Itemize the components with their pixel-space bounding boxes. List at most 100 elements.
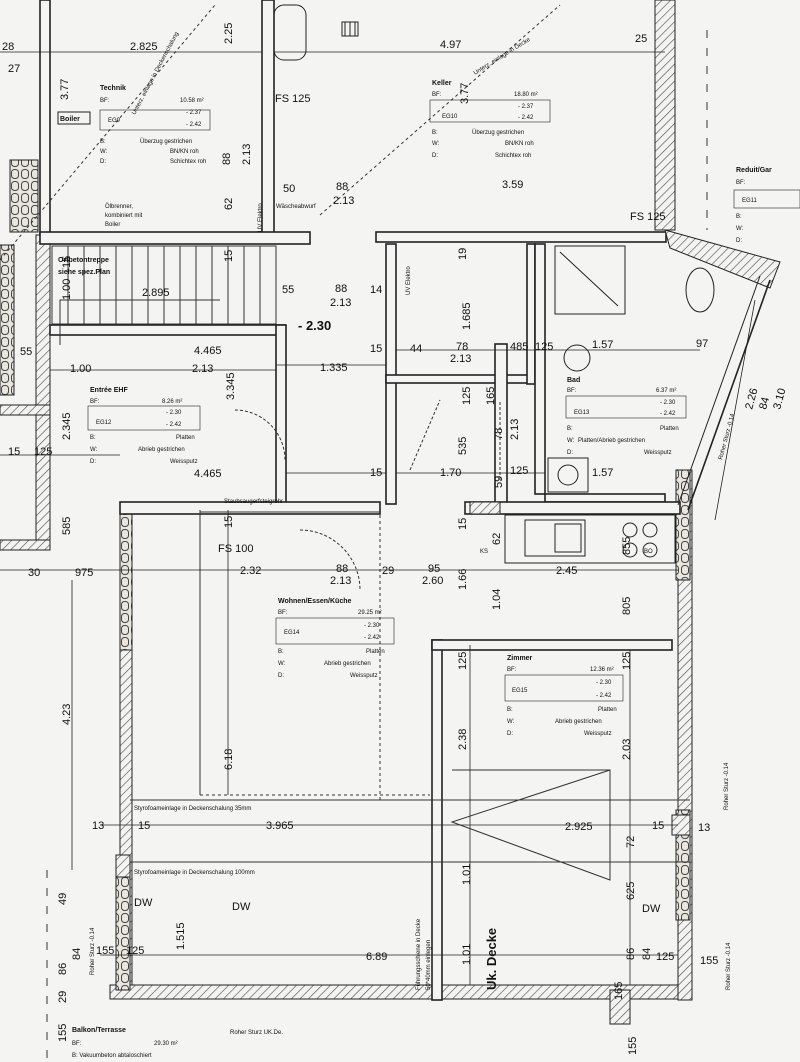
dim-213-v: 2.13 — [241, 144, 253, 165]
dim-86-l: 86 — [57, 963, 69, 975]
zimmer-d-val: Weissputz — [584, 731, 612, 737]
dim-3965: 3.965 — [266, 820, 294, 832]
bad-h2: - 2.42 — [660, 411, 676, 417]
dim-377b: 3.77 — [459, 83, 471, 104]
dim-88: 88 — [336, 181, 348, 193]
technik-b-val: Überzug gestrichen — [140, 138, 192, 145]
dim-88-b: 88 — [335, 283, 347, 295]
dim-78-v: 78 — [493, 428, 505, 440]
dim-62-k: 62 — [491, 533, 503, 545]
oelbrenner-2: kombiniert mit — [105, 213, 143, 219]
dim-155-r: 155 — [700, 955, 718, 967]
dim-95: 95 — [428, 563, 440, 575]
dim-213: 2.13 — [333, 195, 354, 207]
dim-72: 72 — [625, 836, 637, 848]
bad-w-val: Platten/Abrieb gestrichen — [578, 438, 645, 444]
technik-area: 10.58 m² — [180, 98, 204, 104]
dim-25: 25 — [635, 33, 647, 45]
reduit-code: EG11 — [742, 198, 758, 204]
wohnen-name: Wohnen/Essen/Küche — [278, 598, 351, 605]
dim-29: 29 — [382, 565, 394, 577]
dim-84-l: 84 — [71, 948, 83, 960]
bath-diagonal-wall — [664, 229, 781, 289]
dim-86-r: 86 — [625, 948, 637, 960]
dim-165-uv: 165 — [485, 387, 497, 405]
dim-497: 4.97 — [440, 39, 461, 51]
dim-19: 19 — [457, 248, 469, 260]
bad-b: B: — [567, 426, 573, 432]
dim-13-r: 13 — [698, 822, 710, 834]
dim-84-r: 84 — [757, 396, 772, 411]
zimmer-bf: BF: — [507, 667, 517, 673]
zimmer-w-val: Abrieb gestrichen — [555, 719, 602, 725]
dim-157: 1.57 — [592, 339, 613, 351]
waesche-label: Wäscheabwurf — [276, 204, 316, 210]
dim-15-entree: 15 — [370, 343, 382, 355]
dim-78: 78 — [456, 341, 468, 353]
dim-15-l: 15 — [8, 446, 20, 458]
keller-bf: BF: — [432, 92, 442, 98]
dim-55: 55 — [282, 284, 294, 296]
roher-sturz-r1: Roher Sturz -0.14 — [724, 762, 730, 810]
dim-2895: 2.895 — [142, 287, 170, 299]
dim-213-v2: 2.13 — [509, 419, 521, 440]
dim-1515: 1.515 — [175, 922, 187, 950]
dim-125-z2: 125 — [621, 652, 633, 670]
entree-d-val: Weissputz — [170, 459, 198, 465]
technik-d: D: — [100, 159, 106, 165]
dim-585: 585 — [61, 517, 73, 535]
dim-125-z: 125 — [457, 652, 469, 670]
dw-label-3: DW — [642, 903, 661, 915]
reduit-w: W: — [736, 226, 744, 232]
dim-15-sr: 15 — [652, 820, 664, 832]
oelbrenner-3: Boiler — [105, 222, 120, 228]
kitchen-fixtures — [504, 514, 676, 564]
stair-label-1: Ortbetontreppe — [58, 257, 109, 264]
dim-2825: 2.825 — [130, 41, 158, 53]
bad-code: EG13 — [574, 410, 590, 416]
technik-b: B: — [100, 139, 106, 145]
technik-h2: - 2.42 — [186, 122, 202, 128]
dim-225: 2.25 — [223, 23, 235, 44]
bathroom-fixtures — [273, 4, 715, 493]
uk-decke: Uk. Decke — [484, 928, 499, 990]
keller-area: 18.80 m² — [514, 92, 538, 98]
keller-name: Keller — [432, 80, 452, 87]
dim-625: 625 — [625, 882, 637, 900]
dim-423: 4.23 — [61, 704, 73, 725]
entree-name: Entrée EHF — [90, 387, 128, 394]
dim-165-r: 165 — [613, 982, 625, 1000]
entree-bf: BF: — [90, 399, 100, 405]
dim-15-w: 15 — [223, 516, 235, 528]
dim-104: 1.04 — [491, 589, 503, 610]
wohnen-d-val: Weissputz — [350, 673, 378, 679]
dim-15-v: 15 — [223, 250, 235, 262]
bad-h1: - 2.30 — [660, 400, 676, 406]
zimmer-d: D: — [507, 731, 513, 737]
dim-15-k: 15 — [457, 518, 469, 530]
dim-97: 97 — [696, 338, 708, 350]
dim-4465: 4.465 — [194, 345, 222, 357]
dim-15-stair: 15 — [61, 256, 73, 268]
dim-100: 1.00 — [70, 363, 91, 375]
fs125-top: FS 125 — [275, 93, 310, 105]
bad-w: W: — [567, 438, 575, 444]
keller-d: D: — [432, 153, 438, 159]
zimmer-b-val: Platten — [598, 707, 617, 713]
dim-855: 855 — [621, 537, 633, 555]
uv-elektro-mid: UV Elektro — [406, 266, 412, 295]
entree-d: D: — [90, 459, 96, 465]
keller-code: EG10 — [442, 114, 458, 120]
dim-88-w: 88 — [336, 563, 348, 575]
keller-b: B: — [432, 130, 438, 136]
fuehrung-1: Führungsschiene in Decke — [416, 918, 422, 990]
dim-203: 2.03 — [621, 739, 633, 760]
zimmer-name: Zimmer — [507, 655, 533, 662]
dim-359: 3.59 — [502, 179, 523, 191]
dim-88-v: 88 — [221, 153, 233, 165]
roher-sturz-l: Roher Sturz -0.14 — [90, 927, 96, 975]
reduit-b: B: — [736, 214, 742, 220]
dw-label-2: DW — [232, 901, 251, 913]
dim-2925: 2.925 — [565, 821, 593, 833]
